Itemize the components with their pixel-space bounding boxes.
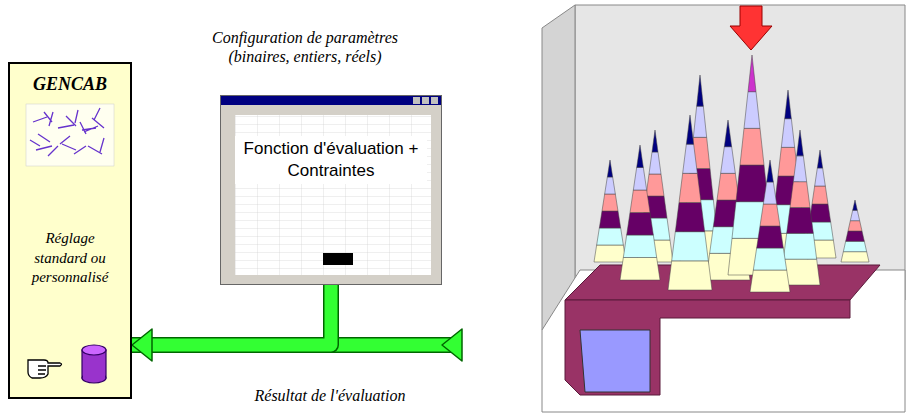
spreadsheet-grid — [221, 96, 441, 284]
flow-arrow — [132, 285, 331, 361]
arrow-label: Résultat de l'évaluation — [220, 386, 440, 405]
node-title: GENCAB — [10, 74, 130, 95]
node-caption: Réglage standard ou personnalisé — [24, 229, 116, 288]
spreadsheet-window: Fonction d'évaluation + Contraintes — [220, 95, 442, 285]
software-box: GENCAB Réglage standard ou personnalisé — [8, 62, 132, 399]
red-arrow — [730, 6, 772, 50]
arrow-label: Configuration de paramètres (binaires, e… — [205, 28, 405, 66]
sheet-text: Fonction d'évaluation + Contraintes — [235, 136, 427, 184]
